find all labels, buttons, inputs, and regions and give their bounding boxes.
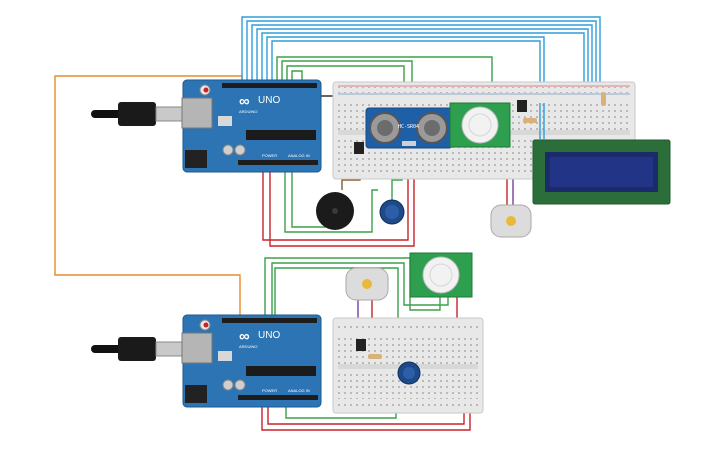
- arduino-uno-top: [181, 79, 322, 173]
- transistor-top: [517, 100, 527, 112]
- board-top-power-label: POWER: [262, 153, 278, 158]
- transistor-bottom: [356, 339, 366, 351]
- resistor-top: [523, 92, 606, 123]
- potentiometer-icon: [379, 199, 405, 225]
- arduino-uno-bottom: [181, 314, 322, 408]
- resistor-bottom: [368, 354, 382, 359]
- ultrasonic-sensor: [365, 107, 453, 149]
- transistor-top-left: [354, 142, 364, 154]
- pir-sensor-icon: [449, 102, 511, 148]
- dc-motor-icon: [490, 204, 532, 238]
- potentiometer-icon: [397, 361, 421, 385]
- piezo-buzzer-icon: [316, 192, 354, 230]
- lcd-display-icon: [532, 139, 671, 205]
- board-top-logo: ∞: [239, 93, 250, 110]
- green-wire-top-6: [291, 168, 330, 228]
- red-wire-top-1: [262, 160, 409, 241]
- usb-cable-icon: [91, 337, 185, 361]
- red-wire-b-pwr1: [261, 400, 471, 431]
- black-wire-top-2: [269, 160, 415, 247]
- board-bottom-brand: UNO: [258, 330, 281, 341]
- blue-wire-2: [246, 20, 597, 140]
- green-wire-b2: [271, 262, 449, 320]
- dc-motor-icon: [345, 267, 389, 301]
- board-bottom-analog-label: ANALOG IN: [288, 388, 310, 393]
- blue-wire-1: [241, 16, 601, 140]
- board-bottom-sub: ARDUINO: [239, 344, 258, 349]
- board-bottom-logo: ∞: [239, 328, 250, 345]
- green-wire-4: [291, 70, 303, 83]
- board-bottom-power-label: POWER: [262, 388, 278, 393]
- green-wire-1: [276, 56, 493, 105]
- usb-cable-icon: [91, 102, 185, 126]
- ultrasonic-label: HC-SR04: [398, 124, 420, 130]
- green-wire-top-5: [284, 168, 378, 233]
- pir-sensor-icon: [409, 252, 473, 298]
- board-top-sub: ARDUINO: [239, 109, 258, 114]
- board-top-analog-label: ANALOG IN: [288, 153, 310, 158]
- top-breadboard-vertical-wires: [539, 103, 545, 140]
- board-top-brand: UNO: [258, 95, 281, 106]
